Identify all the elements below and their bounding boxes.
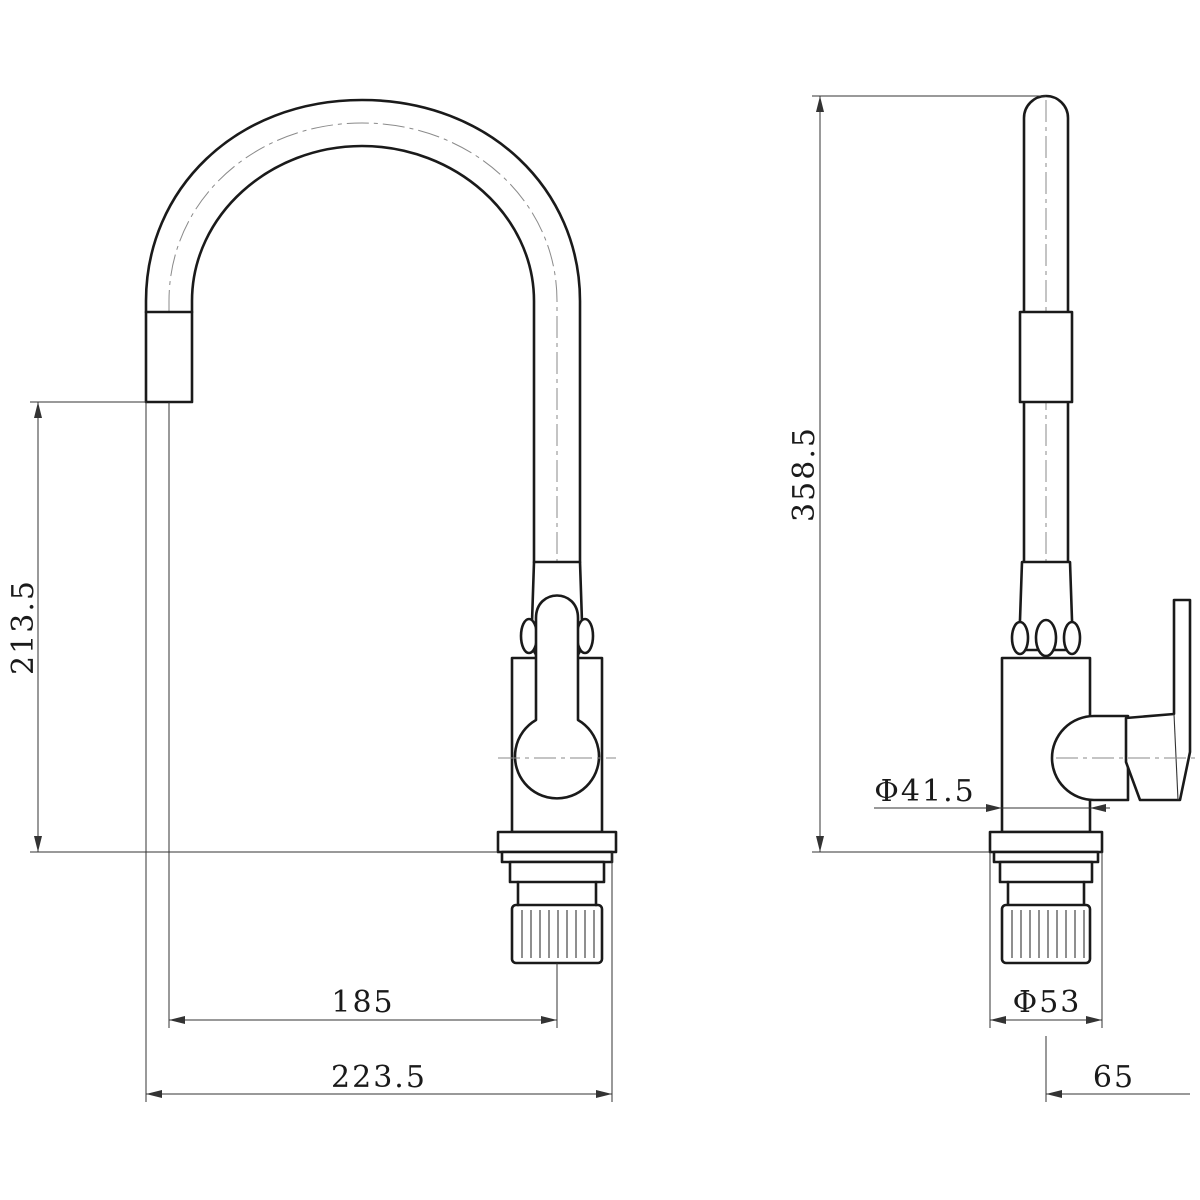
side-collar-lobe-center [1034,618,1058,658]
dim-base-diameter: Φ53 [1013,985,1082,1020]
nut-shoulder [516,880,598,907]
dim-body-diameter: Φ41.5 [874,774,975,809]
side-collar-lobe-right [1062,620,1082,656]
dim-overall-height: 358.5 [787,426,822,522]
dim-spout-reach: 185 [331,985,394,1020]
collar-right-lobe [575,617,595,655]
dim-overall-reach: 223.5 [331,1060,427,1095]
side-base-ring [988,830,1104,854]
side-nut-knurling [1011,910,1085,958]
spout-centerline [168,122,558,562]
side-handle-hub [1050,714,1130,802]
front-view: 213.5 185 223.5 [6,98,618,1102]
side-lever-handle [1124,598,1192,802]
spout-outer-outline [144,98,582,564]
dim-handle-projection: 65 [1093,1060,1135,1095]
side-spout-band [1018,310,1074,404]
side-base-washer [992,850,1100,864]
side-view: 358.5 Φ41.5 Φ53 65 [787,94,1196,1102]
side-mounting-nut [1000,903,1092,965]
side-base-neck [998,860,1094,884]
base-washer [500,850,614,864]
dim-spout-height: 213.5 [6,579,41,675]
collar-left-lobe [519,617,539,655]
mounting-nut [510,903,604,965]
spout-inner-outline [190,144,536,564]
spout-tip [144,310,194,404]
base-ring [496,830,618,854]
nut-knurling [521,910,595,958]
lever-handle [513,594,601,800]
base-neck [508,860,606,884]
side-collar-lobe-left [1010,620,1030,656]
